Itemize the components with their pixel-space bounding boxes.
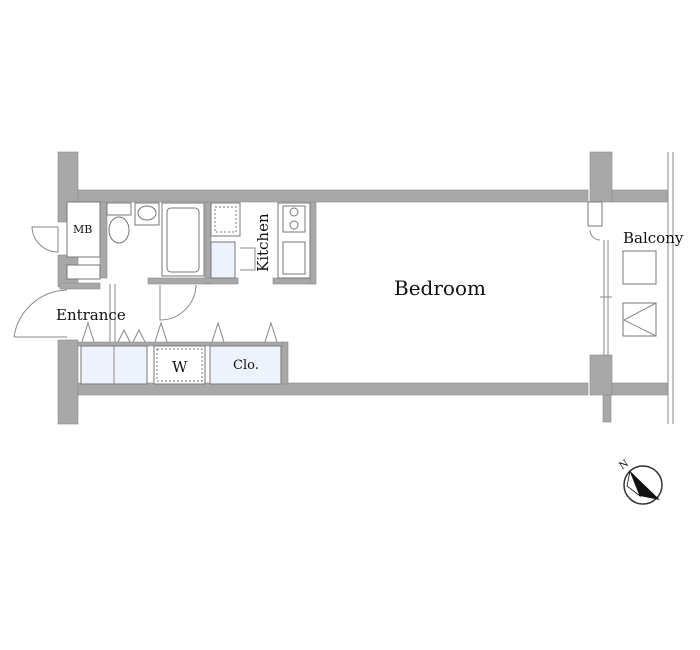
bathtub [161, 202, 205, 277]
washer-space [210, 241, 236, 279]
compass-north-label: N [617, 458, 631, 472]
entrance-door[interactable] [13, 289, 68, 338]
closet-label: Clo. [233, 358, 259, 373]
balcony-hatch [622, 302, 657, 337]
bath-door[interactable] [159, 284, 197, 321]
balcony-rail [667, 152, 674, 424]
mb-cabinet [66, 201, 101, 258]
bedroom-label: Bedroom [394, 276, 486, 300]
washer-door [240, 247, 256, 271]
walls [57, 151, 668, 425]
window-slider [587, 201, 612, 355]
toilet [106, 202, 132, 244]
shoe-closet [80, 321, 148, 385]
shoe-shelf [66, 264, 101, 280]
w-closet [153, 321, 206, 385]
mb-label: MB [73, 223, 92, 236]
washbasin [134, 202, 160, 226]
mb-door[interactable] [31, 226, 59, 253]
fridge-outline [214, 206, 237, 233]
closet-clo [209, 321, 282, 385]
balcony-unit [622, 250, 657, 285]
entrance-label: Entrance [56, 306, 126, 324]
balcony-label: Balcony [623, 229, 684, 247]
kitchen-label: Kitchen [254, 213, 272, 272]
compass-icon: N [617, 458, 663, 505]
w-label: W [172, 358, 188, 376]
kitchen-counter [277, 202, 311, 279]
